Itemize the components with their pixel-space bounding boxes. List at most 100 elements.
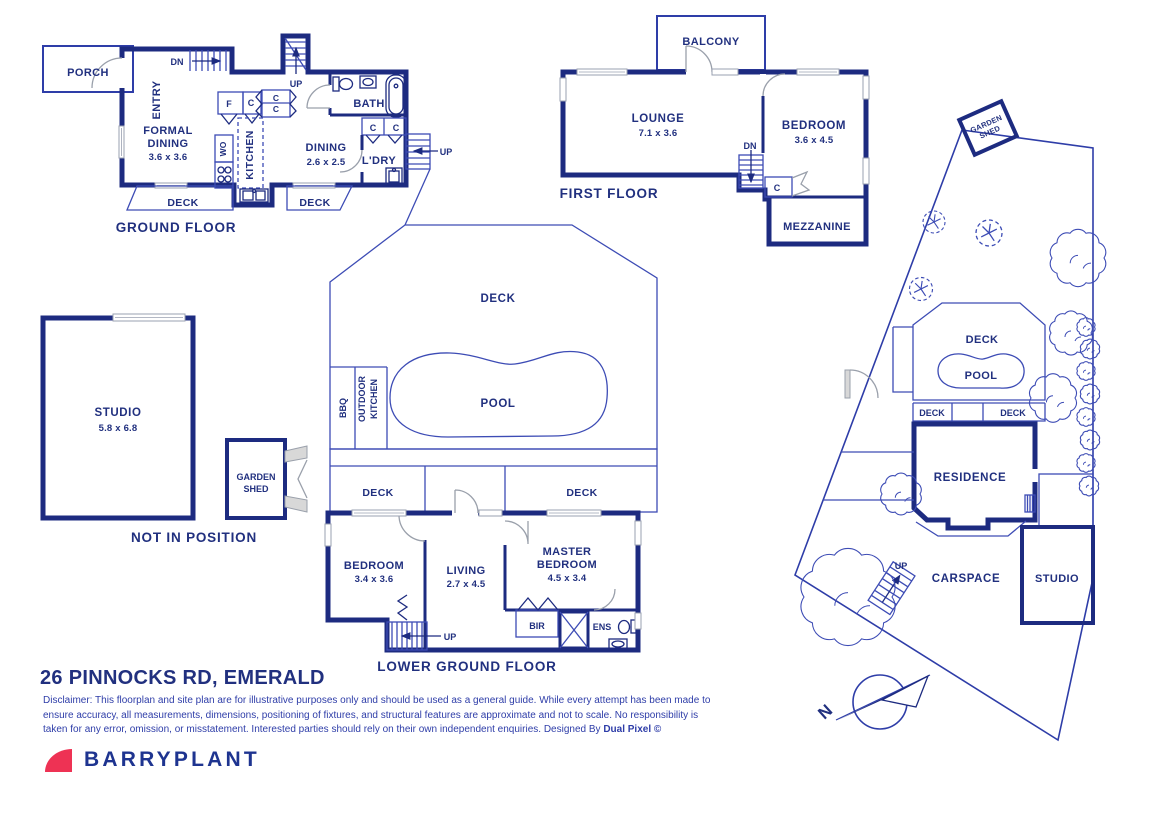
nip-shed-label-2: SHED	[243, 484, 269, 494]
lg-inner-walls	[423, 540, 638, 650]
gf-formal-dining-dims: 3.6 x 3.6	[149, 152, 188, 163]
ff-mezzanine-label: MEZZANINE	[783, 221, 851, 233]
compass-needle-filled	[838, 676, 928, 720]
lg-bir-label: BIR	[529, 621, 545, 631]
ff-bedroom-label: BEDROOM	[782, 120, 846, 132]
nip-shed-doors	[284, 445, 308, 513]
compass-needle-open	[880, 674, 930, 708]
nip-shed-label-1: GARDEN	[236, 472, 275, 482]
gf-outer-walls	[119, 33, 409, 208]
lg-ensuite-fixtures	[608, 619, 637, 650]
sp-deck-right-label: DECK	[1000, 408, 1026, 418]
sp-studio-label: STUDIO	[1035, 573, 1079, 585]
nip-shed-outline	[225, 438, 287, 520]
lg-up-label: UP	[444, 632, 457, 642]
lower-ground-plan: DECK POOL BBQ OUTDOOR KITCHEN DECK DECK …	[324, 224, 658, 674]
compass-north-label: N	[814, 701, 836, 723]
gf-dn-label: DN	[171, 57, 184, 67]
ff-lounge-label: LOUNGE	[632, 113, 685, 125]
lg-bbq-label: BBQ	[338, 398, 348, 418]
gf-laundry-label: L'DRY	[362, 155, 396, 167]
disclaimer-line-2: ensure accuracy, all measurements, dimen…	[43, 709, 699, 721]
gf-entry-label: ENTRY	[151, 80, 163, 119]
gf-deck-left-label: DECK	[167, 197, 198, 209]
sp-studio-outline	[1020, 525, 1095, 625]
gf-kitchen-closets	[217, 89, 297, 126]
sp-residence-skirt	[915, 520, 1027, 537]
gf-cupboard-label: C	[248, 98, 255, 108]
lg-outdoor-label-1: OUTDOOR	[357, 376, 367, 422]
ff-stairs-down	[738, 150, 764, 189]
gf-laundry	[339, 117, 407, 186]
lg-shower	[558, 610, 590, 650]
ff-outer-walls	[560, 69, 869, 247]
gf-wall-oven-label: WO	[218, 141, 228, 156]
lg-outdoor-label-2: KITCHEN	[369, 379, 379, 419]
lg-bir-closet	[515, 596, 559, 638]
gf-bath-label: BATH	[353, 98, 384, 110]
gf-c2-label: C	[393, 123, 400, 133]
disclaimer-line-1: Disclaimer: This floorplan and site plan…	[43, 695, 711, 706]
gf-up-right-label: UP	[440, 147, 453, 157]
lg-bedroom-label: BEDROOM	[344, 560, 404, 572]
lg-master-label-2: BEDROOM	[537, 559, 597, 571]
lg-deck-outline	[329, 224, 658, 450]
sp-garden-shed: GARDEN SHED	[956, 98, 1020, 158]
gf-deck-right	[286, 185, 354, 211]
lg-windows	[324, 509, 642, 630]
ff-closet	[764, 170, 811, 198]
first-floor-plan: BALCONY LOUNGE 7.1 x 3.6 BEDROOM 3.6 x 4…	[559, 15, 870, 247]
lg-pool-label: POOL	[481, 398, 516, 410]
gf-linen1-label: C	[273, 93, 279, 103]
gf-porch-label: PORCH	[67, 67, 109, 79]
gf-stairs-up-top	[284, 37, 307, 74]
gf-linen2-label: C	[273, 104, 279, 114]
sp-deck-left-label: DECK	[919, 408, 945, 418]
sp-pool-label: POOL	[965, 370, 998, 382]
disclaimer-text: Disclaimer: This floorplan and site plan…	[43, 694, 710, 738]
designer-credit: Dual Pixel ©	[603, 724, 662, 735]
lg-ens-label: ENS	[593, 622, 612, 632]
gf-dining-label: DINING	[306, 142, 347, 154]
sp-carspace-label: CARSPACE	[932, 573, 1000, 585]
sp-residence-extension	[1038, 473, 1094, 529]
gf-porch-outline	[42, 45, 134, 93]
north-compass: N	[814, 674, 931, 730]
lg-outdoor-kitchen-walls	[330, 366, 388, 449]
gf-bathroom	[306, 72, 407, 118]
lg-pool-shape	[389, 350, 608, 438]
sp-up-label: UP	[895, 561, 908, 571]
ff-balcony-label: BALCONY	[682, 36, 739, 48]
gf-stairs-up-right	[404, 133, 438, 226]
sp-deck-outline	[892, 302, 1046, 401]
sp-carspace-stairs	[867, 560, 916, 616]
not-in-position-plan: STUDIO 5.8 x 6.8 GARDEN SHED NOT IN POSI…	[40, 313, 308, 545]
ff-bedroom-dims: 3.6 x 4.5	[795, 135, 834, 146]
sp-deck-label: DECK	[966, 334, 999, 346]
page-title: 26 PINNOCKS RD, EMERALD	[40, 667, 325, 689]
barry-plant-logo-icon	[45, 748, 72, 772]
nip-studio-label: STUDIO	[94, 407, 141, 419]
ff-closet-label: C	[774, 183, 781, 193]
nip-section-label: NOT IN POSITION	[131, 530, 257, 545]
sp-pool-shape	[937, 353, 1025, 389]
sp-residence-steps	[1024, 494, 1036, 513]
gf-formal-dining-label-2: DINING	[148, 138, 189, 150]
lg-deck-left-label: DECK	[362, 487, 393, 499]
gf-kitchen-appliances	[214, 134, 269, 203]
gf-deck-right-label: DECK	[299, 197, 330, 209]
ff-dn-label: DN	[744, 141, 757, 151]
site-plan: GARDEN SHED	[794, 98, 1108, 742]
gf-dining-dims: 2.6 x 2.5	[307, 157, 346, 168]
lg-living-label: LIVING	[446, 565, 485, 577]
gf-deck-left	[126, 185, 234, 211]
lg-deck-row	[329, 448, 658, 513]
gf-stairs-down	[189, 50, 227, 71]
sp-deck-row	[912, 402, 1046, 422]
sp-entry-gate	[823, 369, 914, 501]
gf-kitchen-island	[237, 117, 264, 189]
lg-living-dims: 2.7 x 4.5	[447, 579, 486, 590]
gf-section-label: GROUND FLOOR	[116, 220, 237, 235]
gf-formal-dining-label-1: FORMAL	[143, 125, 192, 137]
lg-deck-right-label: DECK	[566, 487, 597, 499]
